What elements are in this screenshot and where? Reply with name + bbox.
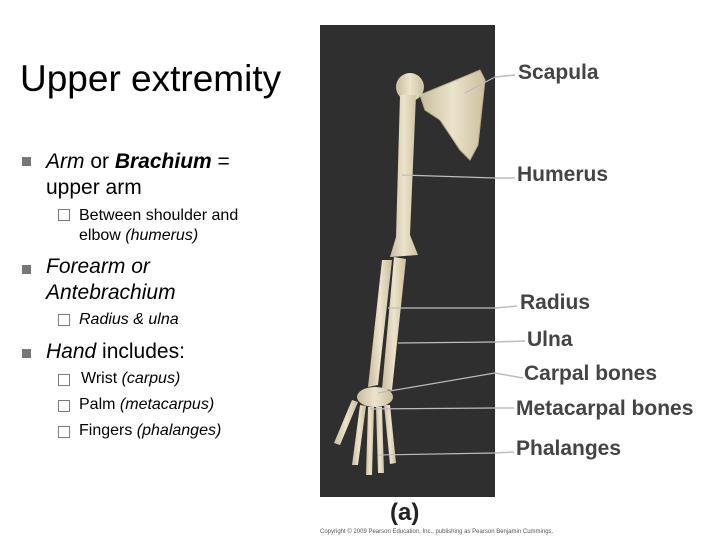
term-hand: Hand — [46, 340, 97, 363]
radius-ulna-term: Radius & ulna — [79, 311, 179, 328]
humerus-line1: Between shoulder and — [79, 207, 239, 224]
bullet-forearm: Forearm or Antebrachium — [46, 254, 176, 306]
label-metacarpal-bones: Metacarpal bones — [516, 397, 694, 420]
slide-title: Upper extremity — [20, 58, 282, 99]
subbullet-marker — [58, 314, 70, 326]
fingers-label: Fingers — [79, 422, 137, 439]
figure-panel-label: (a) — [390, 499, 420, 526]
label-humerus: Humerus — [517, 163, 609, 186]
term-brachium: Brachium — [114, 150, 212, 173]
bullet-marker — [22, 349, 31, 358]
subbullet-wrist: Wrist (carpus) — [81, 369, 180, 389]
subbullet-fingers: Fingers (phalanges) — [79, 421, 221, 441]
subbullet-humerus: Between shoulder and elbow (humerus) — [79, 206, 238, 246]
subbullet-marker — [58, 209, 70, 221]
label-radius: Radius — [520, 291, 591, 314]
palm-term: (metacarpus) — [119, 396, 215, 413]
connector: or — [84, 150, 115, 173]
bullet-hand: Hand includes: — [46, 339, 185, 365]
arm-definition: upper arm — [46, 176, 142, 199]
scapula-bone — [419, 69, 486, 161]
wrist-label: Wrist — [81, 370, 122, 387]
term-antebrachium: Antebrachium — [46, 281, 176, 304]
connector: or — [125, 255, 150, 278]
subbullet-palm: Palm (metacarpus) — [79, 395, 214, 415]
humerus-head — [396, 73, 424, 101]
subbullet-marker — [58, 400, 70, 412]
hand-bones — [334, 400, 396, 475]
copyright-notice: Copyright © 2009 Pearson Education, Inc.… — [320, 529, 554, 535]
leader-lines-inner — [369, 76, 496, 456]
ulna-bone — [382, 257, 406, 390]
label-ulna: Ulna — [527, 328, 573, 351]
term-arm: Arm — [46, 150, 85, 173]
humerus-term: (humerus) — [125, 227, 199, 244]
wrist-term: (carpus) — [121, 370, 181, 387]
radius-bone — [368, 260, 392, 387]
humerus-line2: elbow — [79, 227, 126, 244]
label-phalanges: Phalanges — [516, 437, 622, 460]
palm-label: Palm — [79, 396, 120, 413]
subbullet-radius-ulna: Radius & ulna — [79, 310, 179, 330]
arm-skeleton-illustration — [334, 69, 496, 475]
subbullet-marker — [58, 374, 70, 386]
equals: = — [211, 150, 230, 173]
label-scapula: Scapula — [518, 61, 599, 84]
term-forearm: Forearm — [46, 255, 126, 278]
bullet-marker — [22, 265, 31, 274]
bullet-arm: Arm or Brachium = upper arm — [46, 149, 230, 201]
label-carpal-bones: Carpal bones — [524, 362, 658, 385]
arm-skeleton-photo — [320, 25, 496, 497]
humerus-shaft — [390, 95, 418, 257]
hand-includes: includes: — [96, 340, 185, 363]
fingers-term: (phalanges) — [136, 422, 222, 439]
subbullet-marker — [58, 426, 70, 438]
bullet-marker — [22, 157, 31, 166]
